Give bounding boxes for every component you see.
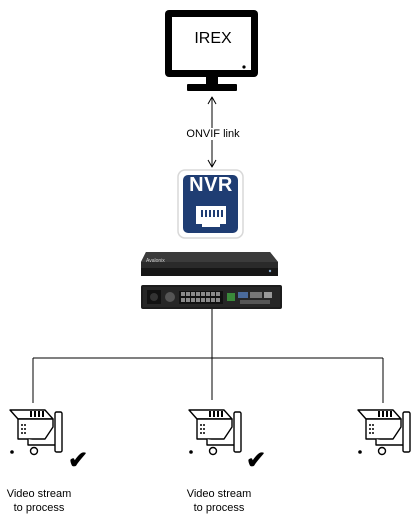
ethernet-port-icon xyxy=(196,206,226,227)
recorder-brand: Avalonix xyxy=(146,258,165,264)
onvif-link-label: ONVIF link xyxy=(170,128,256,140)
check-mark-icon: ✔ xyxy=(245,447,267,474)
camera-caption: Video stream to process xyxy=(186,488,252,514)
nvr-device-icon: Avalonix xyxy=(141,252,282,309)
security-camera-icon xyxy=(9,409,63,456)
camera-caption: Video stream to process xyxy=(6,488,72,514)
monitor-label: IREX xyxy=(194,30,232,47)
security-camera-icon xyxy=(188,409,242,456)
nvr-badge-label: NVR xyxy=(189,174,233,196)
connection-lines xyxy=(32,309,384,403)
check-mark-icon: ✔ xyxy=(67,447,89,474)
monitor-icon xyxy=(165,10,258,91)
security-camera-icon xyxy=(357,409,411,456)
